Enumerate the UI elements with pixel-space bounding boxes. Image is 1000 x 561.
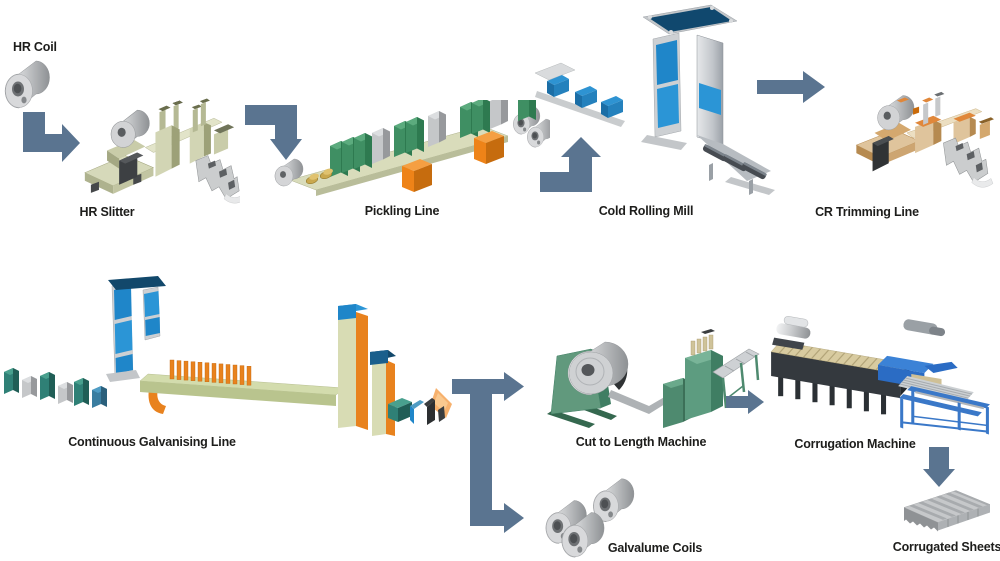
- corrugation-machine-label: Corrugation Machine: [794, 437, 916, 451]
- continuous-galvanising-line-label: Continuous Galvanising Line: [68, 435, 236, 449]
- galvalume-coils-label: Galvalume Coils: [607, 541, 703, 555]
- hr-coil-label: HR Coil: [13, 40, 57, 54]
- corrugation-machine-illustration: [760, 315, 998, 437]
- continuous-galvanising-line-illustration: [0, 276, 456, 438]
- hr-coil-illustration: [3, 58, 53, 112]
- cut-to-length-machine-illustration: [545, 320, 760, 432]
- corrugated-sheets-illustration: [896, 487, 996, 543]
- cr-trimming-line-label: CR Trimming Line: [815, 205, 919, 219]
- cut-to-length-machine-label: Cut to Length Machine: [575, 435, 707, 449]
- arrow-pickling-to-crm: [538, 133, 604, 195]
- pickling-line-label: Pickling Line: [364, 204, 440, 218]
- arrow-slitter-to-pickling: [243, 103, 305, 163]
- hr-slitter-label: HR Slitter: [79, 205, 135, 219]
- arrow-corrugation-to-sheets: [923, 447, 955, 489]
- arrow-hrcoil-to-slitter: [18, 110, 82, 166]
- arrow-ctl-to-corrugation: [726, 390, 764, 414]
- corrugated-sheets-label: Corrugated Sheets: [892, 540, 1000, 554]
- arrow-galvanising-split: [452, 370, 530, 536]
- arrow-crm-to-trimming: [757, 71, 825, 103]
- cr-trimming-line-illustration: [826, 80, 996, 200]
- hr-slitter-illustration: [82, 92, 240, 208]
- cold-rolling-mill-label: Cold Rolling Mill: [598, 204, 694, 218]
- pickling-line-illustration: [273, 100, 550, 205]
- cold-rolling-mill-illustration: [535, 3, 775, 195]
